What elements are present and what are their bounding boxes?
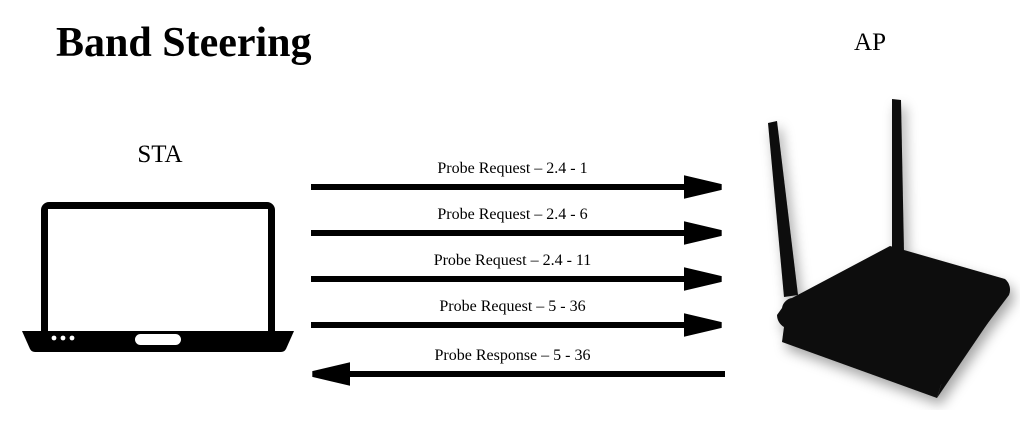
laptop-indicator-dot (60, 335, 66, 341)
ap-node-label: AP (854, 29, 886, 56)
laptop-indicator-dot (69, 335, 75, 341)
page-title: Band Steering (56, 20, 312, 66)
message-row: Probe Request – 2.4 - 6 (305, 206, 730, 245)
message-row: Probe Response – 5 - 36 (305, 347, 730, 386)
message-arrow-right (311, 175, 722, 199)
laptop-indicator-dot (51, 335, 57, 341)
laptop-trackpad-notch (135, 334, 181, 345)
ap-antenna-right (892, 99, 904, 252)
message-label: Probe Request – 2.4 - 1 (437, 160, 588, 177)
message-arrow-right (311, 313, 722, 337)
wireless-router-icon (768, 99, 1011, 398)
message-arrow-left (312, 362, 725, 386)
message-label: Probe Response – 5 - 36 (434, 347, 591, 364)
message-label: Probe Request – 5 - 36 (439, 298, 586, 315)
ap-body-outline (777, 246, 1011, 387)
message-row: Probe Request – 2.4 - 1 (305, 160, 730, 199)
message-arrow-right (311, 267, 722, 291)
sta-node-label: STA (137, 141, 183, 168)
laptop-icon (22, 202, 294, 352)
laptop-screen (48, 209, 268, 333)
message-label: Probe Request – 2.4 - 6 (437, 206, 588, 223)
message-arrow-right (311, 221, 722, 245)
ap-antenna-left (768, 121, 798, 297)
message-row: Probe Request – 5 - 36 (305, 298, 730, 337)
message-label: Probe Request – 2.4 - 11 (433, 252, 592, 269)
message-row: Probe Request – 2.4 - 11 (305, 252, 730, 291)
